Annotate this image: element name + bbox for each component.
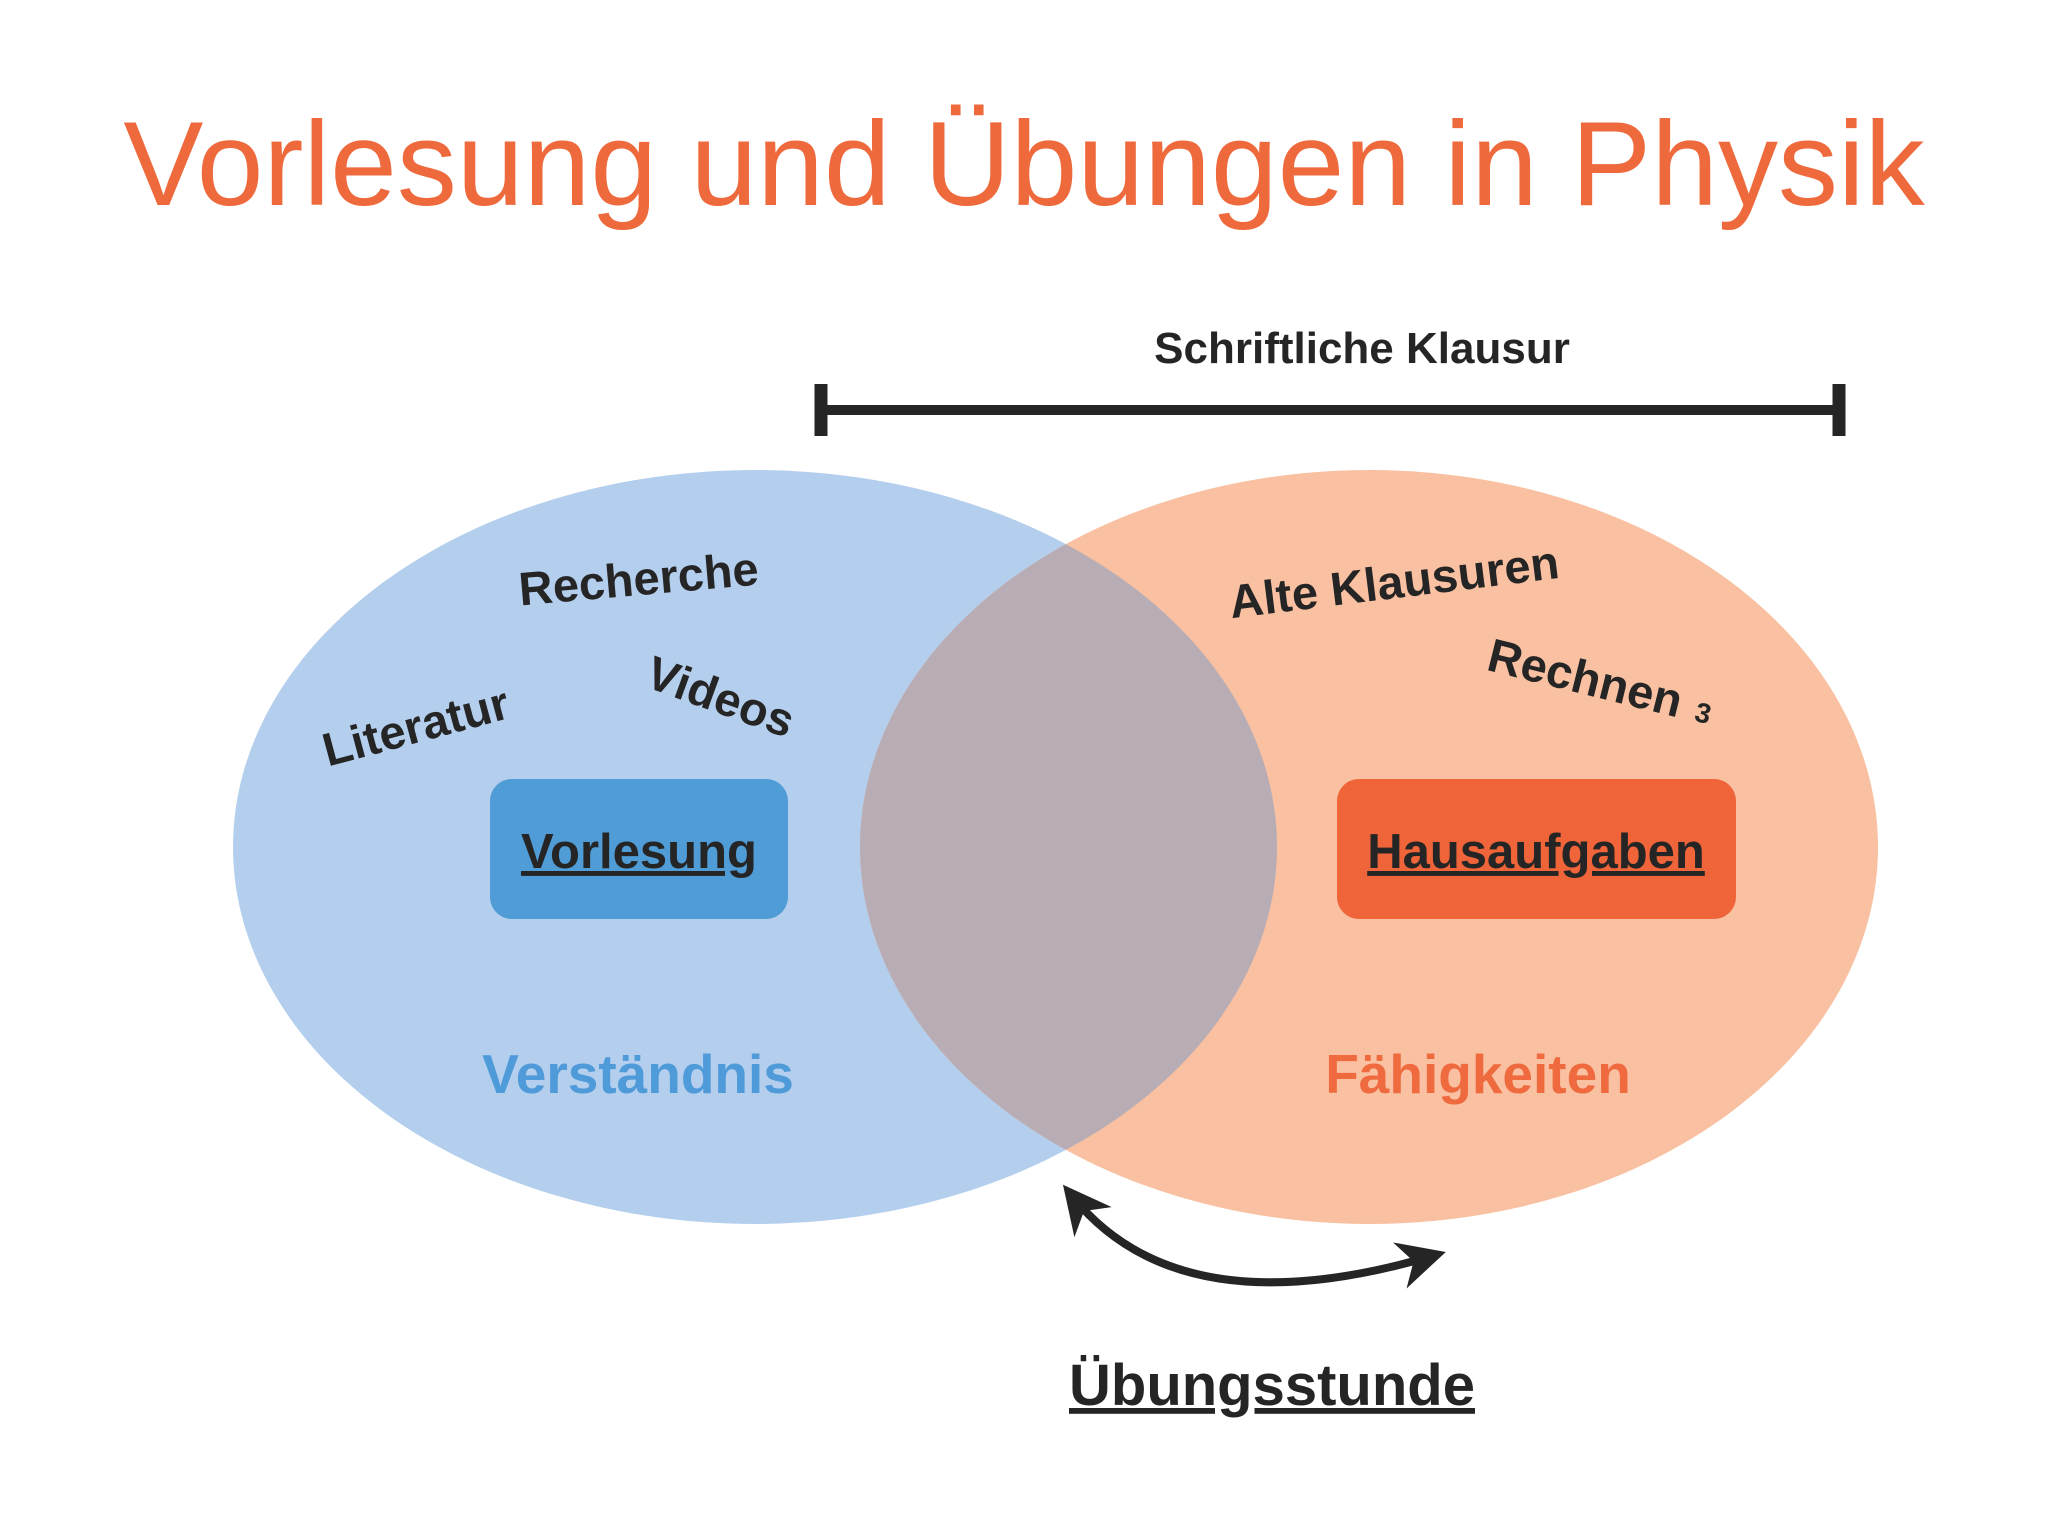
page-title: Vorlesung und Übungen in Physik [123,97,1925,231]
verstaendnis-caption: Verständnis [482,1043,794,1105]
vorlesung-box [490,779,788,919]
double-arrow-icon [1062,1184,1446,1289]
vorlesung-label: Vorlesung [521,825,757,879]
uebungsstunde-label: Übungsstunde [1069,1353,1475,1418]
hausaufgaben-label: Hausaufgaben [1367,825,1705,879]
exam-bar-label: Schriftliche Klausur [1154,324,1570,373]
exam-bar [814,384,1846,436]
overlap-region [860,470,1277,1224]
faehigkeiten-caption: Fähigkeiten [1325,1043,1631,1105]
rechnen-superscript: 3 [1692,696,1715,730]
hausaufgaben-box [1337,779,1736,919]
